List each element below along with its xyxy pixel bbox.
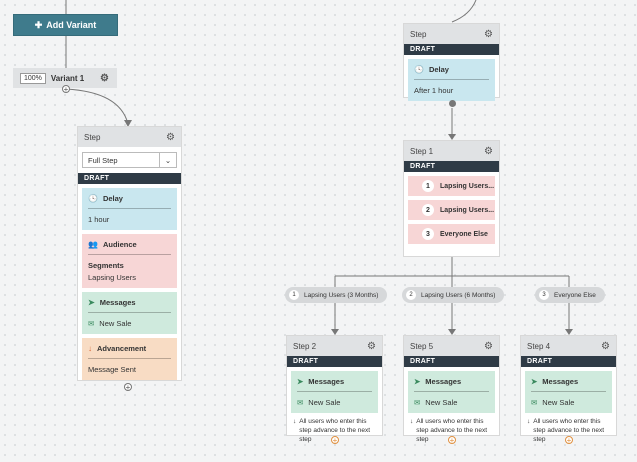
segment-row[interactable]: 2 Lapsing Users... — [408, 200, 495, 220]
gear-icon[interactable]: ⚙ — [484, 28, 493, 40]
branch-pill[interactable]: 1 Lapsing Users (3 Months) — [285, 287, 388, 303]
envelope-icon: ✉ — [414, 398, 421, 407]
clock-icon: 🕓 — [414, 65, 424, 74]
step-title: Step — [84, 132, 101, 142]
messages-block[interactable]: ➤ Messages ✉ New Sale — [408, 371, 495, 413]
step4-card[interactable]: Step 4 ⚙ DRAFT ➤ Messages ✉ New Sale ↓ A… — [520, 335, 617, 443]
step5-card[interactable]: Step 5 ⚙ DRAFT ➤ Messages ✉ New Sale ↓ A… — [403, 335, 500, 443]
gear-icon[interactable]: ⚙ — [484, 340, 493, 352]
paper-plane-icon: ➤ — [297, 377, 304, 386]
messages-block[interactable]: ➤ Messages ✉ New Sale — [82, 292, 177, 334]
paper-plane-icon: ➤ — [531, 377, 538, 386]
gear-icon[interactable]: ⚙ — [367, 340, 376, 352]
chevron-down-icon: ⌄ — [159, 153, 176, 167]
status-badge: DRAFT — [78, 173, 181, 184]
status-badge: DRAFT — [404, 356, 499, 367]
status-badge: DRAFT — [404, 44, 499, 55]
add-step-button[interactable]: + — [565, 436, 573, 445]
step2-card[interactable]: Step 2 ⚙ DRAFT ➤ Messages ✉ New Sale ↓ A… — [286, 335, 383, 443]
delay-block[interactable]: 🕓 Delay After 1 hour — [408, 59, 495, 101]
people-icon: 👥 — [88, 240, 98, 249]
main-step-card[interactable]: Step ⚙ Full Step ⌄ DRAFT 🕓 Delay 1 hour … — [77, 126, 182, 381]
arrow-down-icon: ↓ — [410, 418, 414, 425]
advancement-block[interactable]: ↓ Advancement Message Sent — [82, 338, 177, 380]
arrow-down-icon: ↓ — [293, 418, 297, 425]
paper-plane-icon: ➤ — [88, 298, 95, 307]
delay-block[interactable]: 🕓 Delay 1 hour — [82, 188, 177, 230]
gear-icon[interactable]: ⚙ — [601, 340, 610, 352]
step-type-select[interactable]: Full Step ⌄ — [82, 152, 177, 168]
envelope-icon: ✉ — [88, 319, 95, 328]
add-variant-button[interactable]: ✚ Add Variant — [13, 14, 118, 36]
paper-plane-icon: ➤ — [414, 377, 421, 386]
status-badge: DRAFT — [521, 356, 616, 367]
connector-dot — [449, 100, 456, 107]
variant-percent[interactable]: 100% — [20, 72, 46, 84]
variant-name: Variant 1 — [50, 73, 85, 83]
messages-block[interactable]: ➤ Messages ✉ New Sale — [525, 371, 612, 413]
add-step-button[interactable]: + — [62, 85, 70, 94]
segment-row[interactable]: 3 Everyone Else — [408, 224, 495, 244]
add-step-button[interactable]: + — [448, 436, 456, 445]
variant-header[interactable]: 100% Variant 1 ⚙ — [13, 68, 117, 88]
gear-icon[interactable]: ⚙ — [166, 131, 175, 143]
step1-card[interactable]: Step 1 ⚙ DRAFT 1 Lapsing Users... 2 Laps… — [403, 140, 500, 257]
segment-row[interactable]: 1 Lapsing Users... — [408, 176, 495, 196]
gear-icon[interactable]: ⚙ — [100, 72, 109, 84]
envelope-icon: ✉ — [531, 398, 538, 407]
envelope-icon: ✉ — [297, 398, 304, 407]
gear-icon[interactable]: ⚙ — [484, 145, 493, 157]
add-step-button[interactable]: + — [331, 436, 339, 445]
messages-block[interactable]: ➤ Messages ✉ New Sale — [291, 371, 378, 413]
arrow-down-icon: ↓ — [88, 344, 92, 353]
top-step-card[interactable]: Step ⚙ DRAFT 🕓 Delay After 1 hour — [403, 23, 500, 101]
status-badge: DRAFT — [287, 356, 382, 367]
add-step-button[interactable]: + — [124, 383, 132, 392]
plus-icon: ✚ — [34, 19, 43, 30]
status-badge: DRAFT — [404, 161, 499, 172]
arrow-down-icon: ↓ — [527, 418, 531, 425]
audience-block[interactable]: 👥 Audience Segments Lapsing Users — [82, 234, 177, 288]
branch-pill[interactable]: 2 Lapsing Users (6 Months) — [402, 287, 505, 303]
clock-icon: 🕓 — [88, 194, 98, 203]
branch-pill[interactable]: 3 Everyone Else — [535, 287, 605, 303]
